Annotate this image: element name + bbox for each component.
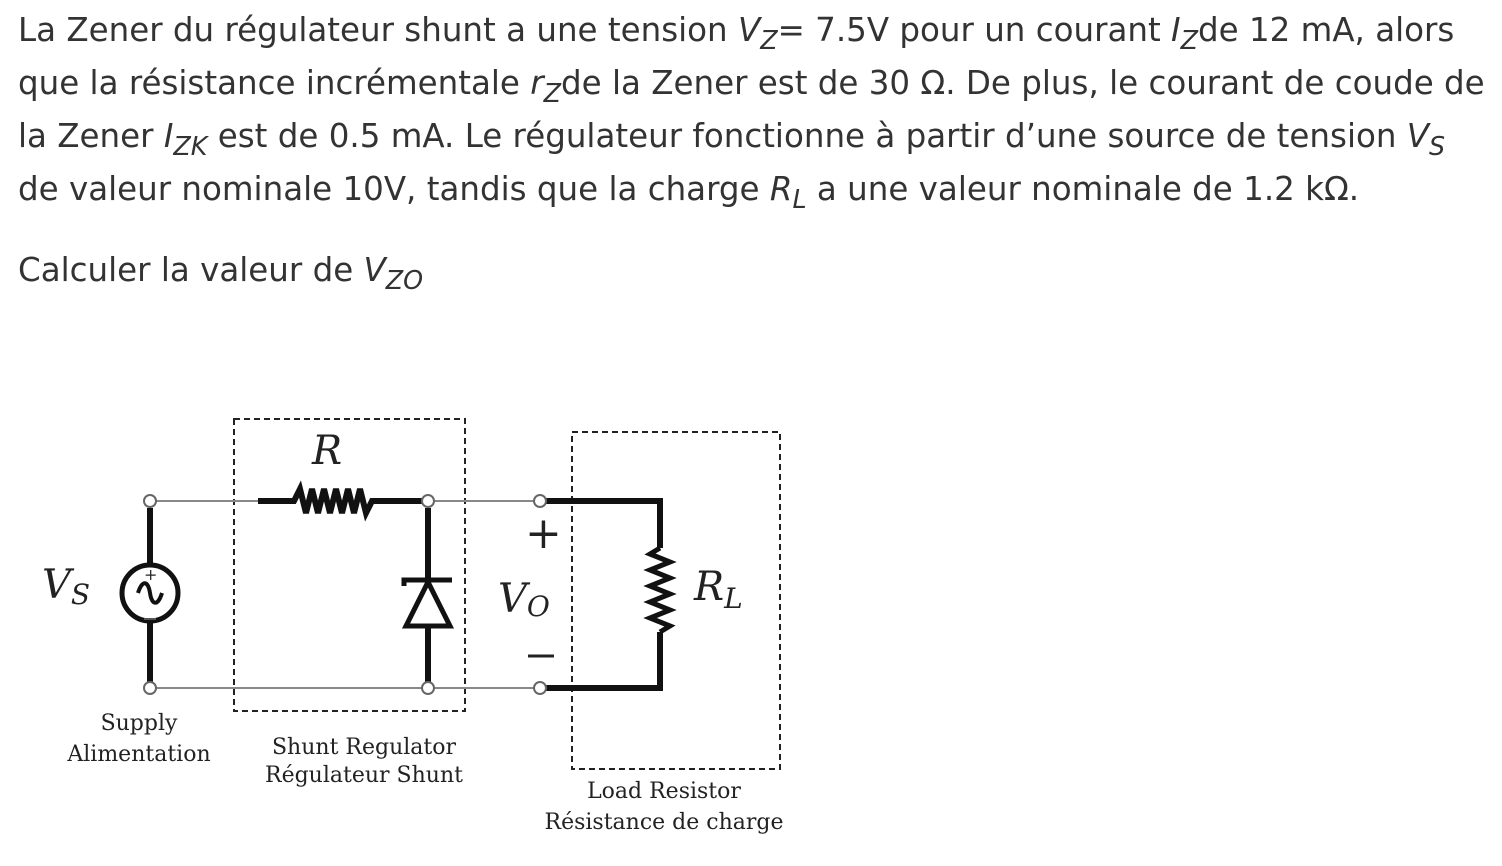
problem-text: a une valeur nominale de 1.2 kΩ. [806,170,1360,208]
vz-variable: VZ [737,11,778,56]
problem-text: La Zener du régulateur shunt a une tensi… [18,11,738,49]
output-label: VO [498,576,550,623]
terminal-nodes [143,494,547,695]
rz-variable: rZ [530,64,561,109]
problem-text: de la Zener est de 30 Ω. De plus, le cou… [18,64,1485,155]
vs-variable: VS [1406,117,1446,162]
source-label: VS [42,562,90,611]
resistor-label: R [311,428,342,474]
question-prompt: Calculer la valeur de VZO [18,251,424,296]
load-resistor [546,498,677,691]
problem-text: est de 0.5 mA. Le régulateur fonctionne … [207,117,1407,155]
output-plus-sign: + [525,508,562,559]
rl-variable: RL [769,170,807,215]
problem-text: = 7.5V pour un courant [777,11,1172,49]
load-resistor-box [571,431,781,770]
load-label: RL [693,564,743,615]
izk-variable: IZK [163,117,208,162]
thin-wires [150,500,540,689]
series-resistor [258,480,422,522]
iz-variable: IZ [1171,11,1199,56]
problem-paragraph: La Zener du régulateur shunt a une tensi… [18,4,1488,216]
problem-statement: La Zener du régulateur shunt a une tensi… [18,4,1488,297]
zener-diode [401,508,455,682]
ac-source: + [119,508,181,682]
problem-text: de 12 mA, alors que la résistance incrém… [18,11,1455,102]
problem-text: de valeur nominale 10V, tandis que la ch… [18,170,770,208]
vzo-variable: VZO [363,251,424,296]
source-plus-sign: + [144,565,157,584]
shunt-regulator-box [233,418,466,712]
